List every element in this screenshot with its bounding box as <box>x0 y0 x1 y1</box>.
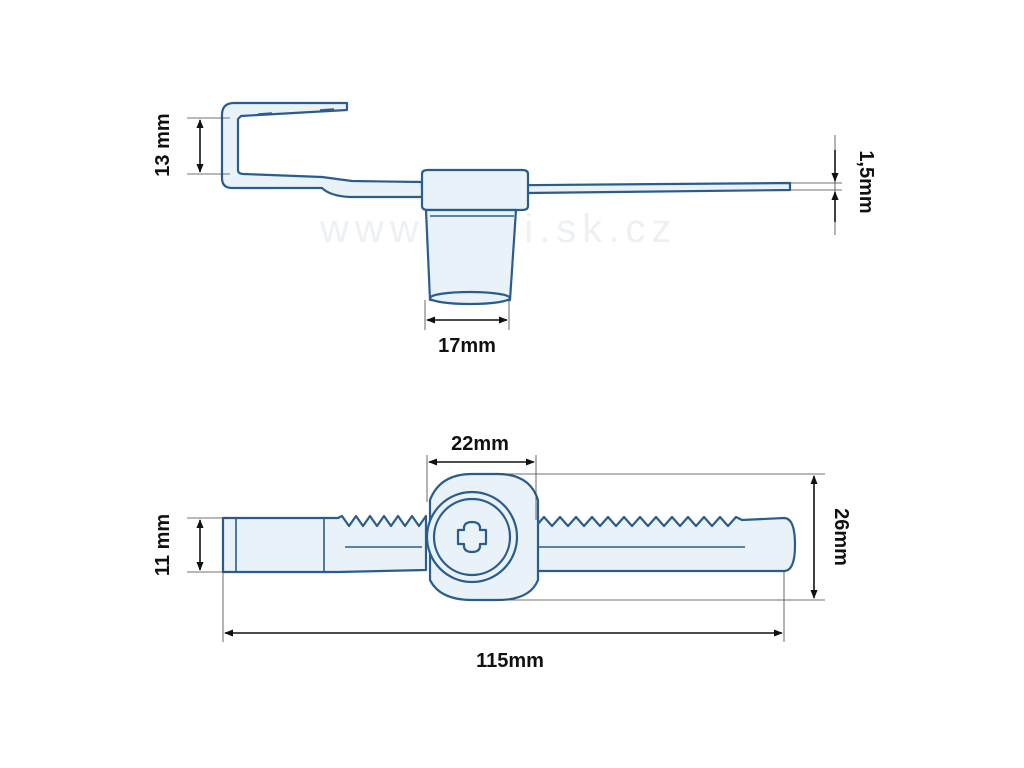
label-bar-height: 11 mm <box>152 514 174 576</box>
hook-slot-1 <box>257 112 273 115</box>
label-lock-height: 26mm <box>830 508 852 566</box>
label-total-length: 115mm <box>476 650 544 672</box>
label-thickness: 1,5mm <box>855 150 877 213</box>
label-cylinder-width: 17mm <box>438 335 496 357</box>
label-lock-width: 22mm <box>451 433 509 455</box>
label-hook-height: 13 mm <box>152 113 174 176</box>
lock-housing <box>420 168 530 212</box>
bottom-view: 22mm 26mm 11 mm 115mm <box>152 433 852 672</box>
ratchet-bar <box>221 514 797 574</box>
hook-arm <box>220 101 792 199</box>
cylinder-face <box>428 290 512 306</box>
lock-cylinder <box>424 208 518 302</box>
hook-slot-2 <box>319 108 335 111</box>
top-view: 13 mm 1,5mm 17mm <box>152 101 877 357</box>
keyhole-icon <box>456 520 488 554</box>
